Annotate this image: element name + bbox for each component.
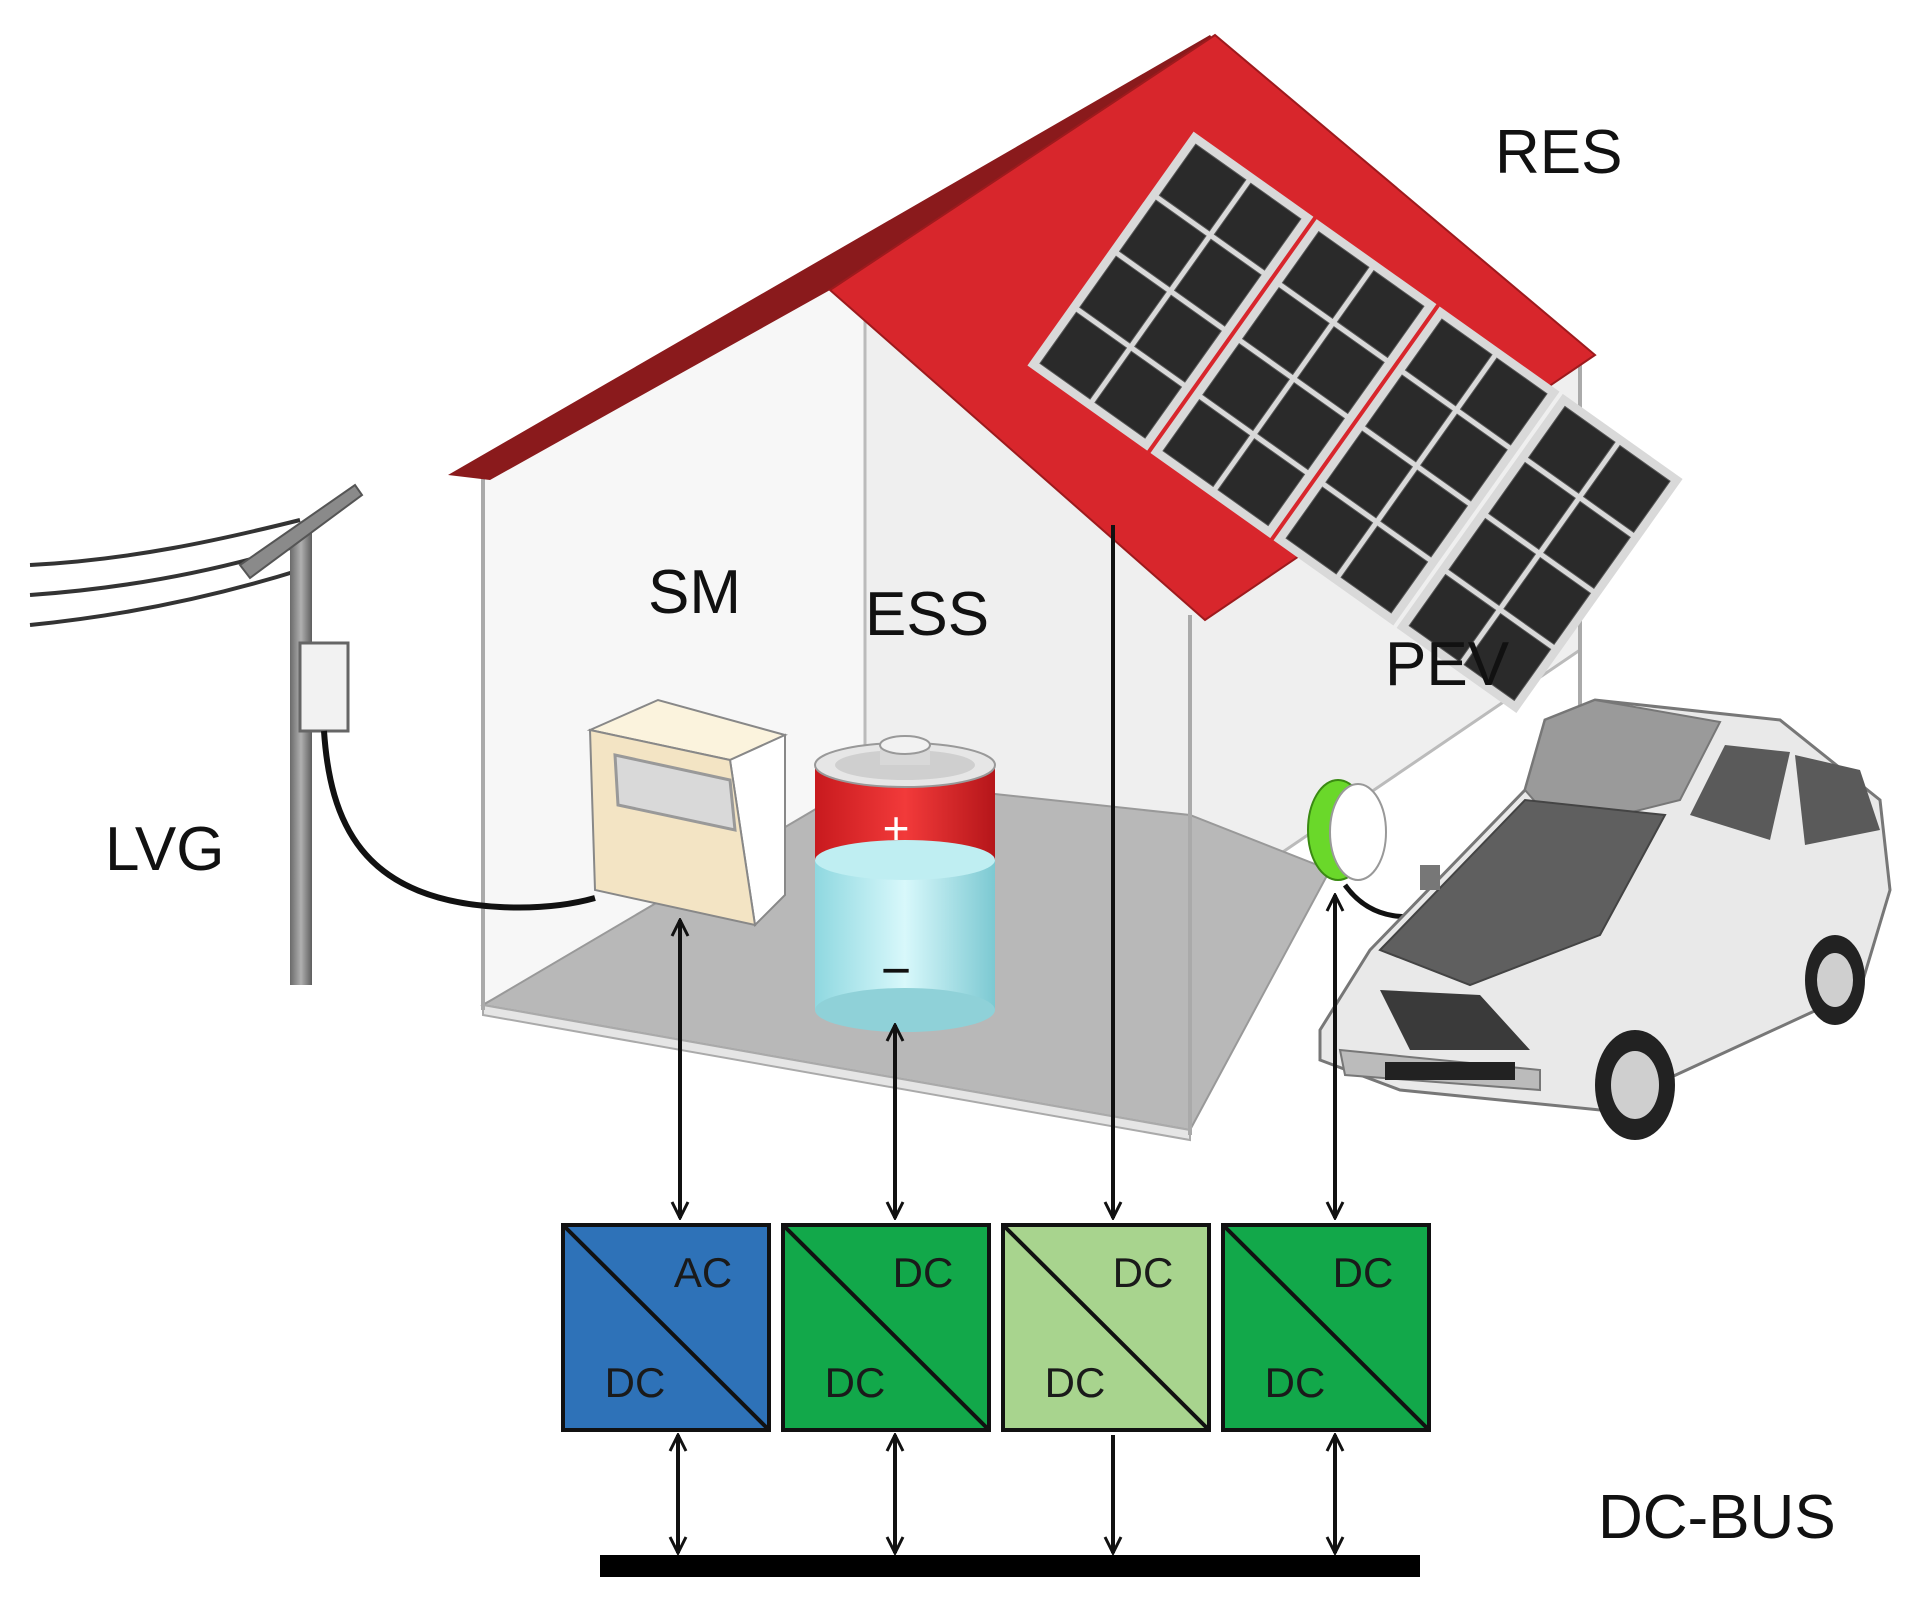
- battery-minus-sign: −: [881, 942, 911, 1000]
- solar-cell: [1543, 500, 1631, 590]
- solar-cell: [1134, 294, 1222, 383]
- solar-cell: [1296, 326, 1385, 415]
- solar-cell: [1488, 461, 1576, 550]
- battery-icon: + −: [814, 735, 996, 1032]
- converter-bottom-label: DC: [825, 1359, 886, 1406]
- label-lvg: LVG: [105, 815, 224, 884]
- dc-bus-bar: [600, 1555, 1420, 1577]
- car-icon: [1318, 698, 1892, 1140]
- solar-cell: [1365, 374, 1453, 463]
- solar-cell: [1173, 238, 1262, 327]
- solar-cell: [1325, 430, 1414, 519]
- solar-cell: [1079, 255, 1167, 344]
- solar-cell: [1420, 413, 1508, 502]
- solar-cell: [1281, 230, 1370, 320]
- solar-cell: [1217, 438, 1306, 527]
- solar-cell: [1340, 525, 1429, 614]
- solar-cell: [1285, 486, 1374, 575]
- solar-cell: [1503, 556, 1592, 646]
- solar-panel-icon: [1027, 131, 1683, 713]
- converter-diagonal: [1001, 1223, 1211, 1432]
- solar-cell: [1094, 350, 1183, 439]
- converter-diagonal: [781, 1223, 991, 1432]
- converter-block: DC DC: [1001, 1223, 1211, 1432]
- converter-top-label: DC: [1113, 1249, 1174, 1296]
- label-pev: PEV: [1385, 630, 1510, 699]
- converter-bottom-label: DC: [1265, 1359, 1326, 1406]
- converter-block: AC DC: [561, 1223, 771, 1432]
- label-ess: ESS: [865, 580, 989, 649]
- converter-bottom-label: DC: [1045, 1359, 1106, 1406]
- solar-cell: [1380, 469, 1469, 558]
- battery-plus-sign: +: [883, 802, 910, 854]
- house-floor-edge: [482, 1003, 1191, 1142]
- solar-cell: [1527, 405, 1616, 494]
- converter-diagonal: [1221, 1223, 1431, 1432]
- converter-block: DC DC: [1221, 1223, 1431, 1432]
- solar-cell: [1241, 286, 1330, 376]
- converter-top-label: AC: [674, 1249, 732, 1296]
- solar-cell: [1463, 612, 1552, 702]
- converter-diagonal: [561, 1223, 771, 1432]
- solar-cell: [1213, 182, 1302, 271]
- solar-cell: [1404, 318, 1493, 407]
- solar-cell: [1408, 573, 1497, 663]
- converter-bottom-label: DC: [605, 1359, 666, 1406]
- label-sm: SM: [648, 558, 741, 627]
- power-flow-arrows: [678, 525, 1335, 1553]
- converter-top-label: DC: [1333, 1249, 1394, 1296]
- solar-cell: [1459, 357, 1548, 446]
- solar-cell: [1039, 311, 1128, 400]
- smart-meter-icon: [586, 698, 788, 928]
- converter-block: DC DC: [781, 1223, 991, 1432]
- solar-cell: [1162, 399, 1251, 488]
- solar-cell: [1582, 444, 1671, 533]
- converter-row: AC DC DC DC DC DC DC DC: [561, 1223, 1431, 1432]
- solar-cell: [1118, 199, 1207, 288]
- solar-cell: [1202, 342, 1290, 432]
- solar-cell: [1158, 143, 1247, 232]
- solar-cell: [1257, 382, 1345, 471]
- solar-cell: [1448, 517, 1537, 606]
- utility-pole-icon: [29, 483, 596, 985]
- label-res: RES: [1495, 118, 1622, 187]
- solar-cell: [1336, 269, 1425, 359]
- label-dc-bus: DC-BUS: [1598, 1483, 1836, 1552]
- roof-left: [448, 35, 1225, 480]
- converter-top-label: DC: [893, 1249, 954, 1296]
